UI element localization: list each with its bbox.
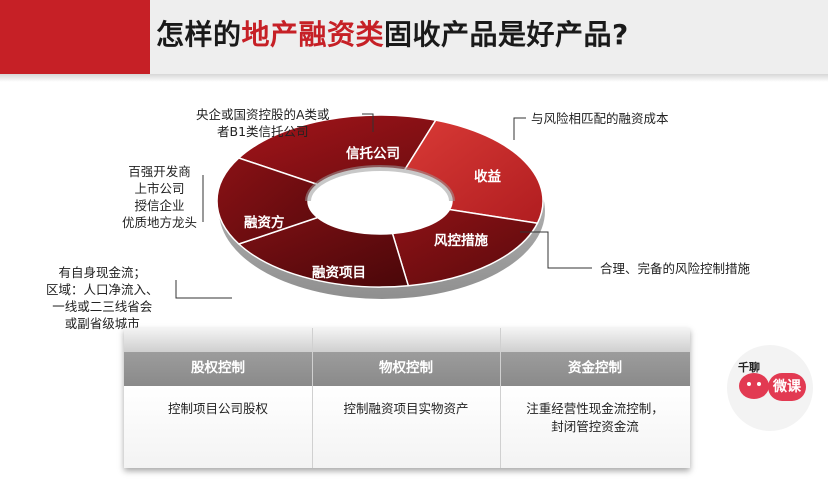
logo-left-text: 千聊 <box>738 361 760 374</box>
control-text: 封闭管控资金流 <box>551 419 639 434</box>
control-title: 资金控制 <box>568 360 622 376</box>
annotation-line: 有自身现金流； <box>58 265 147 280</box>
title-highlight: 地产融资类 <box>241 18 385 51</box>
header-cap <box>500 328 690 352</box>
control-title: 股权控制 <box>191 360 245 376</box>
ring-segments <box>216 114 544 288</box>
header-cap <box>312 328 500 352</box>
page-title: 怎样的地产融资类固收产品是好产品? <box>156 15 629 55</box>
control-body-equity: 控制项目公司股权 <box>124 386 312 468</box>
ring-label-trust: 信托公司 <box>346 145 400 162</box>
annotation-project: 有自身现金流； 区域：人口净流入、 一线或二三线省会 或副省级城市 <box>46 264 159 332</box>
annotation-line: 与风险相匹配的融资成本 <box>531 111 669 126</box>
leader-returns <box>513 117 526 140</box>
annotation-risk: 合理、完备的风险控制措施 <box>600 260 750 277</box>
leader-risk <box>520 231 592 269</box>
header-cap <box>124 328 312 352</box>
annotation-trust: 央企或国资控股的A类或 者B1类信托公司 <box>196 106 330 140</box>
annotation-line: 一线或二三线省会 <box>52 299 153 314</box>
title-suffix: 固收产品是好产品? <box>384 18 629 51</box>
annotation-line: 区域：人口净流入、 <box>46 282 159 297</box>
title-prefix: 怎样的 <box>156 18 242 51</box>
control-header-funds: 资金控制 <box>500 328 690 386</box>
annotation-line: 合理、完备的风险控制措施 <box>600 261 751 276</box>
logo-right-text: 微课 <box>768 373 806 401</box>
annotation-returns: 与风险相匹配的融资成本 <box>531 110 669 127</box>
control-text: 注重经营性现金流控制， <box>526 401 664 416</box>
annotation-line: 上市公司 <box>134 181 185 196</box>
ring-hole <box>308 168 452 234</box>
header-shadow <box>0 74 828 82</box>
qianliao-logo[interactable]: 千聊 微课 <box>727 345 813 431</box>
annotation-borrower: 百强开发商 上市公司 授信企业 优质地方龙头 <box>122 163 197 231</box>
annotation-line: 央企或国资控股的A类或 <box>196 107 330 122</box>
control-header-property: 物权控制 <box>312 328 500 386</box>
annotation-line: 百强开发商 <box>128 164 191 179</box>
ring-hole-shadow <box>305 165 455 202</box>
control-text: 控制融资项目实物资产 <box>343 401 469 416</box>
control-body-property: 控制融资项目实物资产 <box>312 386 500 468</box>
pig-eye <box>747 382 751 386</box>
annotation-line: 或副省级城市 <box>64 316 140 331</box>
pig-eye <box>757 382 761 386</box>
controls-table: 股权控制 物权控制 资金控制 控制项目公司股权 控制融资项目实物资产 注重经营性… <box>124 328 690 468</box>
ring-label-project: 融资项目 <box>312 264 366 281</box>
ring-segment-risk <box>391 208 539 287</box>
annotation-line: 授信企业 <box>134 198 185 213</box>
column-divider <box>500 328 501 468</box>
pig-icon <box>739 373 769 399</box>
ring-label-risk: 风控措施 <box>434 232 488 249</box>
annotation-line: 优质地方龙头 <box>122 215 198 230</box>
leader-project <box>175 280 232 299</box>
control-title: 物权控制 <box>379 360 433 376</box>
column-divider <box>312 328 313 468</box>
annotation-line: 者B1类信托公司 <box>217 124 309 139</box>
control-header-equity: 股权控制 <box>124 328 312 386</box>
header-background <box>150 0 828 74</box>
control-body-funds: 注重经营性现金流控制， 封闭管控资金流 <box>500 386 690 468</box>
leader-trust <box>362 113 374 132</box>
control-text: 控制项目公司股权 <box>167 401 268 416</box>
ring-label-borrower: 融资方 <box>244 214 285 231</box>
header-accent-bar <box>0 0 150 74</box>
ring-label-returns: 收益 <box>474 168 501 185</box>
